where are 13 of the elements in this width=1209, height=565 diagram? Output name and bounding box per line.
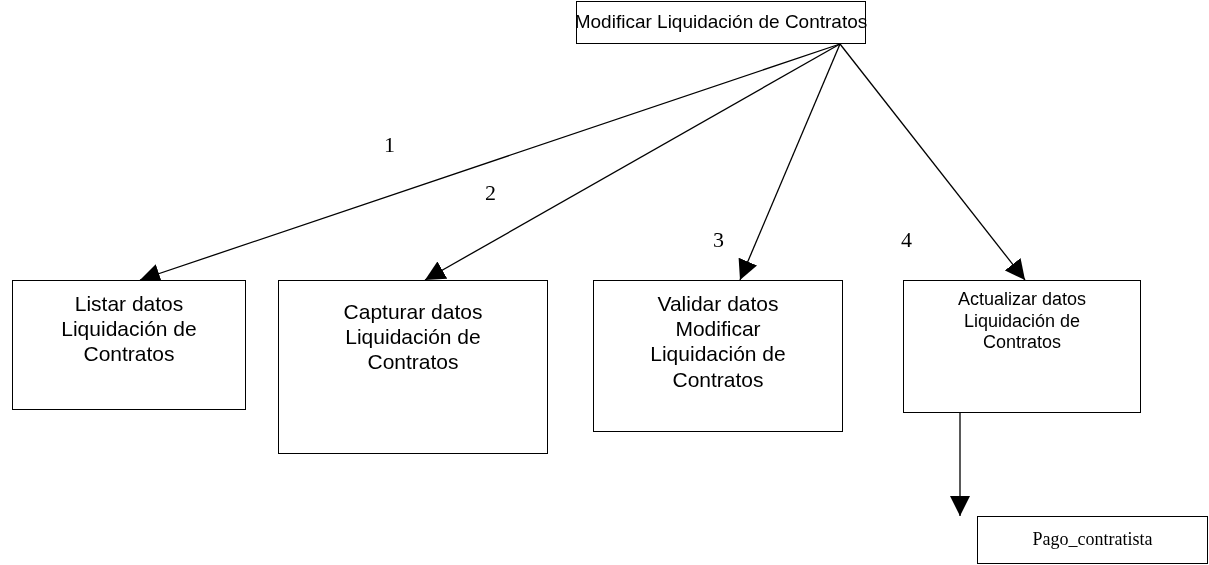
process-box: Listar datos Liquidación de Contratos — [12, 280, 246, 410]
arrow — [839, 43, 1026, 281]
process-box: Validar datos Modificar Liquidación de Contratos — [593, 280, 843, 432]
callout-number: 1 — [384, 132, 395, 158]
process-box: Pago_contratista — [977, 516, 1208, 564]
process-box: Actualizar datos Liquidación de Contratos — [903, 280, 1141, 413]
arrow — [950, 412, 970, 517]
callout-number: 3 — [713, 227, 724, 253]
arrow — [738, 43, 841, 281]
arrow — [424, 43, 841, 281]
process-box: Capturar datos Liquidación de Contratos — [278, 280, 548, 454]
callout-number: 2 — [485, 180, 496, 206]
callout-number: 4 — [901, 227, 912, 253]
